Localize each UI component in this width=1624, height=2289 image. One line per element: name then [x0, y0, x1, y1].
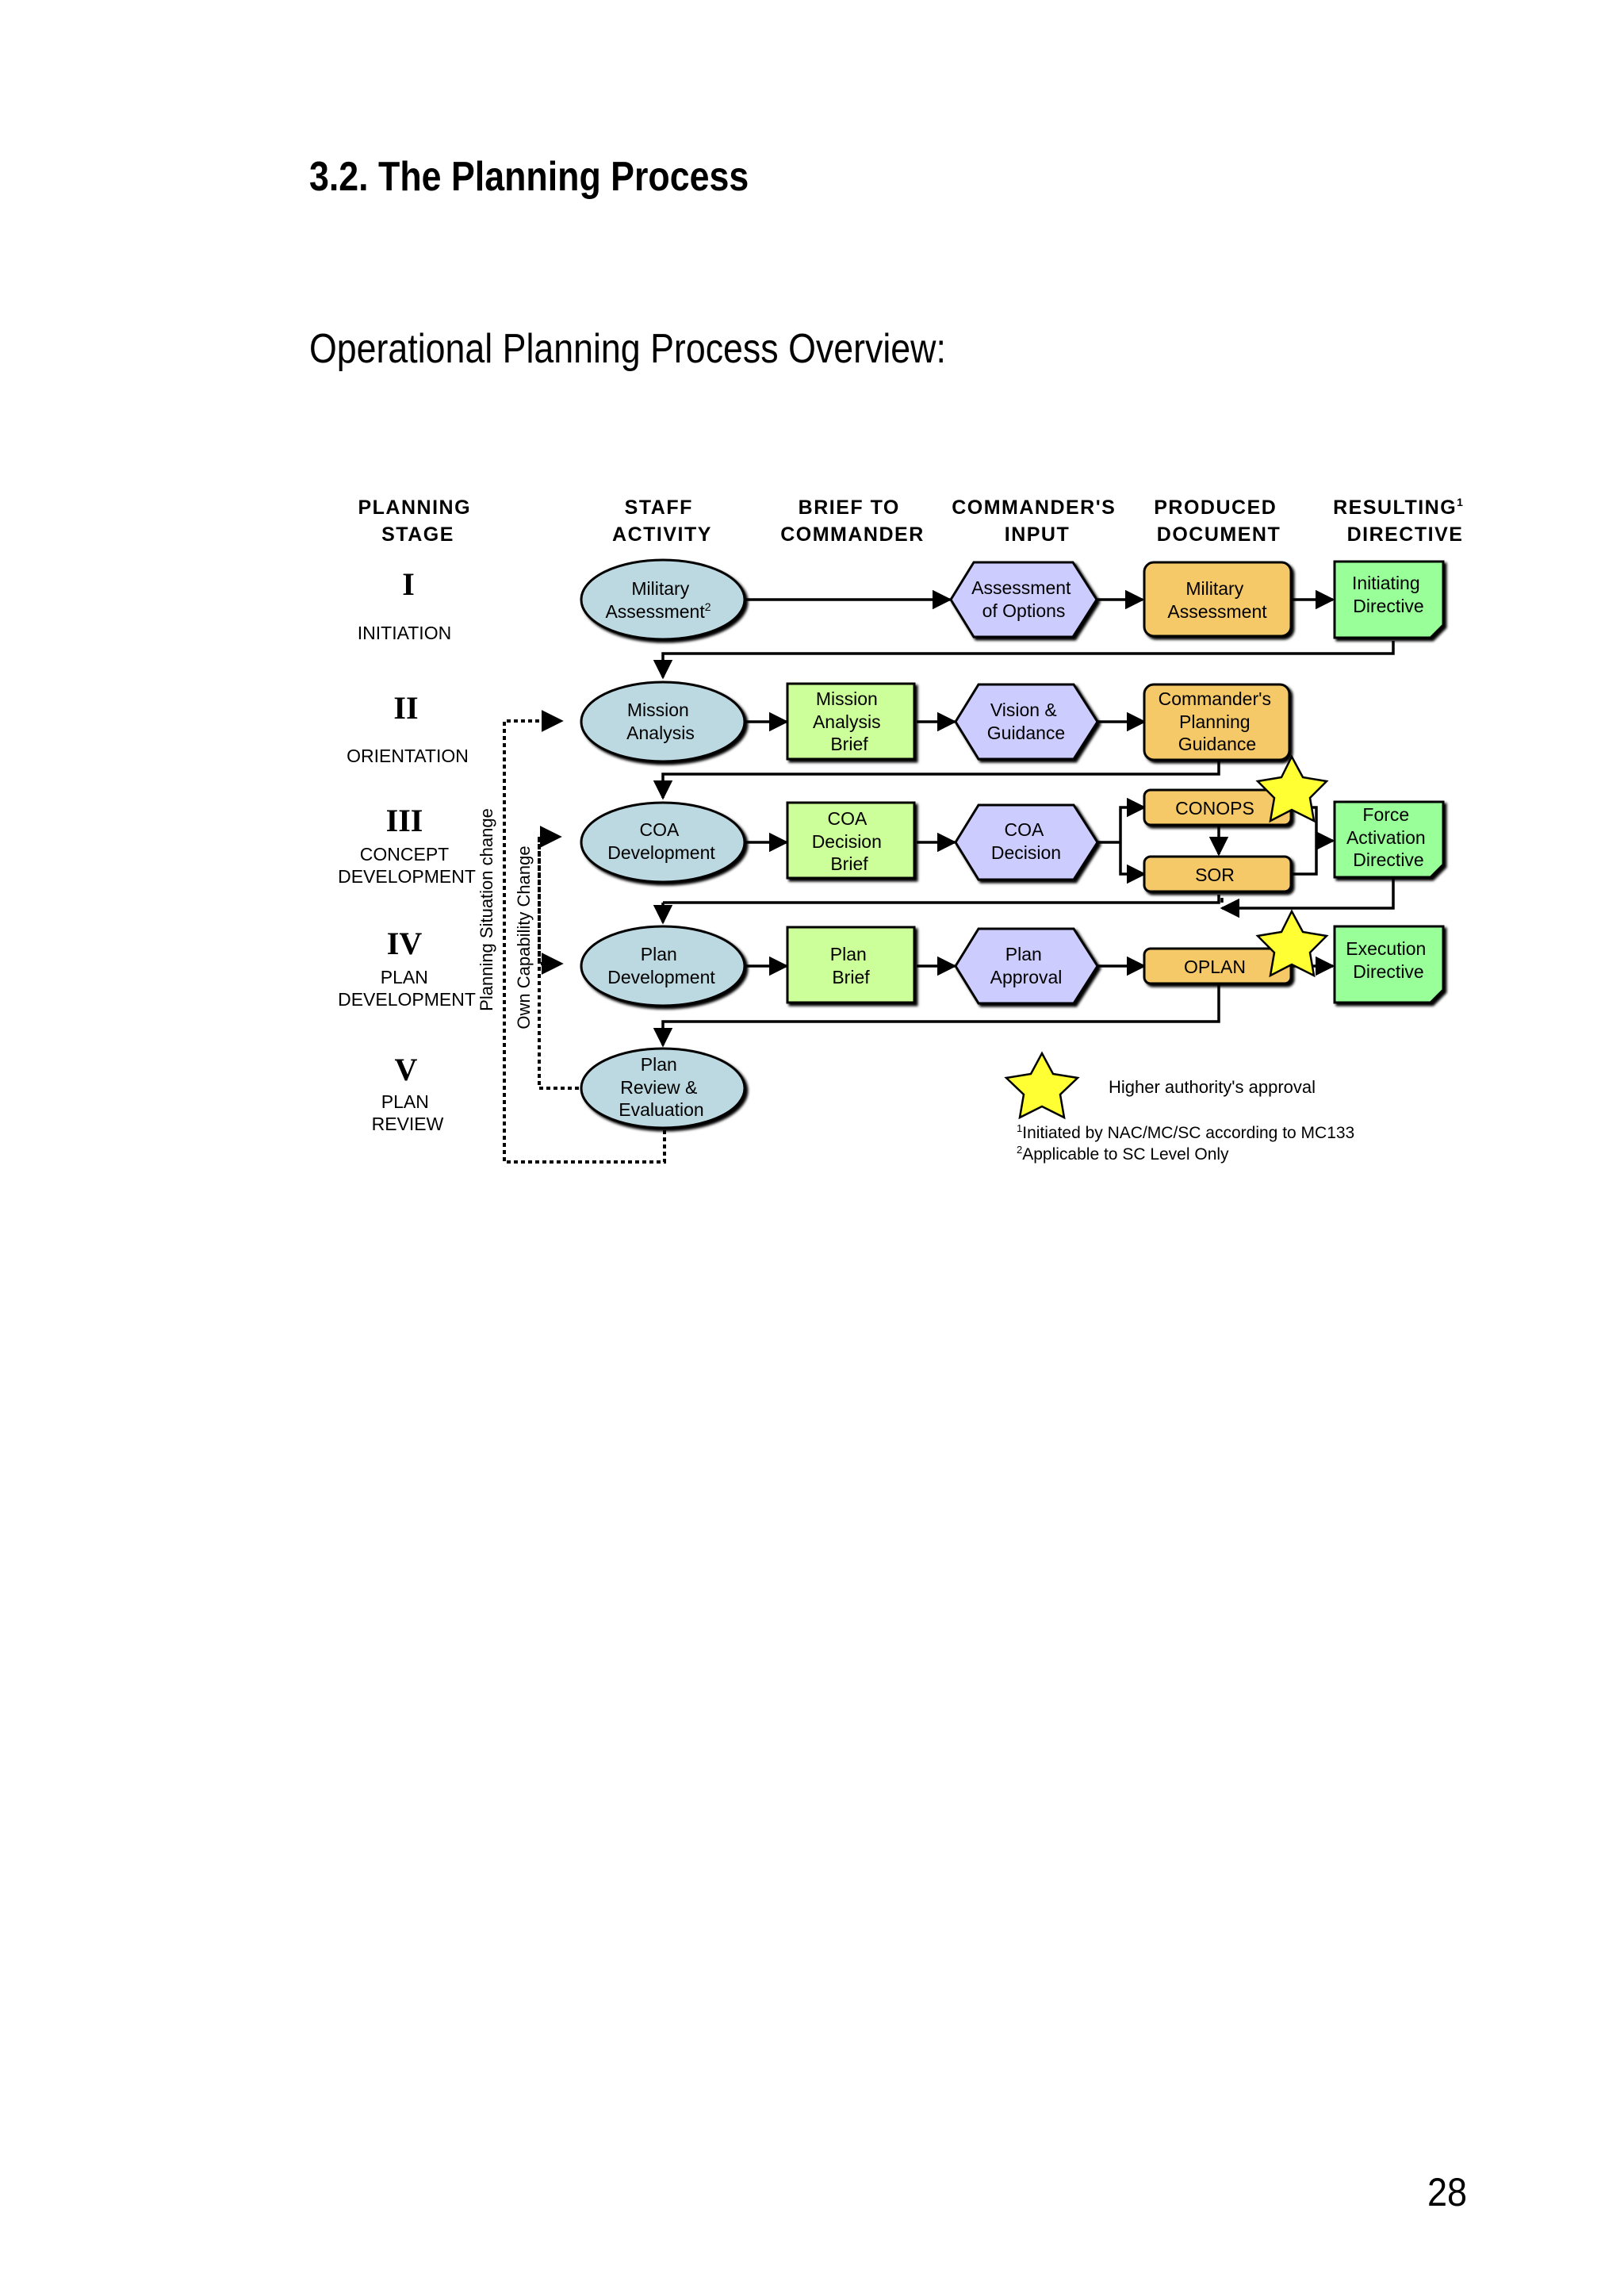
arrow-stage2-to-stage3: [653, 760, 1220, 800]
military-assessment-document-label: Military Assessment: [1167, 578, 1267, 622]
mission-analysis-label: Mission Analysis: [626, 700, 695, 743]
plan-development-label: Plan Development: [607, 944, 715, 987]
legend-star-label: Higher authority's approval: [1109, 1077, 1316, 1097]
page-number: 28: [1427, 2170, 1468, 2214]
mission-analysis-brief-node: [786, 682, 916, 761]
arrow-stage1-to-stage2: [653, 641, 1395, 680]
commanders-planning-guidance-node: [1143, 683, 1291, 761]
approval-star-icon: [1255, 754, 1329, 823]
coa-development-node: [580, 801, 746, 884]
arrow-force-activation-back: [1220, 877, 1395, 918]
diagram-title: Operational Planning Process Overview:: [309, 326, 946, 372]
stage-numeral-iv: IV: [387, 926, 423, 961]
stage-numeral-i: I: [402, 566, 415, 602]
commanders-planning-guidance-label: Commander's Planning Guidance: [1159, 688, 1277, 754]
plan-development-node: [580, 925, 746, 1007]
military-assessment-activity-label: Military Assessment2: [605, 578, 710, 622]
oplan-node: [1143, 947, 1293, 985]
vision-guidance-label: Vision & Guidance: [987, 700, 1065, 743]
stage-name-plan-review: PLAN REVIEW: [372, 1091, 444, 1134]
plan-review-evaluation-node: [580, 1047, 746, 1129]
stage-numeral-v: V: [395, 1052, 418, 1087]
coa-decision-label: COA Decision: [991, 819, 1061, 863]
arrow-to-conops: [1119, 797, 1147, 842]
col-header-brief-to-commander: BRIEF TO COMMANDER: [780, 497, 925, 546]
stage-name-plan-development: PLAN DEVELOPMENT: [338, 967, 476, 1010]
section-heading: 3.2. The Planning Process: [309, 154, 749, 200]
plan-approval-label: Plan Approval: [990, 944, 1063, 987]
planning-situation-loop: [503, 710, 666, 1164]
approval-star-icon: [1255, 909, 1329, 978]
arrow-stage4-to-stage5: [653, 985, 1220, 1048]
footnote-1: 1Initiated by NAC/MC/SC according to MC1…: [1017, 1122, 1354, 1142]
force-activation-directive-label: Force Activation Directive: [1346, 804, 1431, 870]
execution-directive-label: Execution Directive: [1346, 938, 1431, 982]
vision-guidance-node: [954, 683, 1099, 761]
plan-approval-node: [954, 927, 1099, 1005]
mission-analysis-node: [580, 681, 746, 763]
col-header-resulting-directive: RESULTING1 DIRECTIVE: [1333, 489, 1471, 546]
planning-situation-change-label: Planning Situation change: [477, 808, 496, 1011]
initiating-directive-node: [1333, 560, 1445, 639]
assessment-of-options-label: Assessment of Options: [971, 577, 1076, 621]
col-header-planning-stage: PLANNING STAGE: [358, 497, 477, 546]
coa-decision-node: [954, 803, 1099, 881]
assessment-of-options-node: [949, 561, 1098, 638]
military-assessment-document-node: [1143, 561, 1293, 638]
col-header-produced-document: PRODUCED DOCUMENT: [1154, 497, 1284, 546]
coa-development-label: COA Development: [607, 819, 715, 863]
arrow-to-sor: [1119, 842, 1147, 884]
coa-decision-brief-label: COA Decision Brief: [812, 808, 887, 874]
plan-brief-node: [786, 926, 916, 1004]
military-assessment-activity-node: [580, 558, 746, 641]
col-header-commanders-input: COMMANDER'S INPUT: [952, 497, 1123, 546]
stage-numeral-ii: II: [393, 690, 418, 726]
legend-star-icon: [1004, 1051, 1080, 1120]
conops-label: CONOPS: [1175, 798, 1254, 819]
plan-brief-label: Plan Brief: [830, 944, 871, 987]
stage-numeral-iii: III: [386, 803, 423, 838]
mission-analysis-brief-label: Mission Analysis Brief: [813, 688, 886, 754]
initiating-directive-label: Initiating Directive: [1352, 573, 1425, 616]
line-stage3-return: [663, 895, 1224, 904]
plan-review-evaluation-label: Plan Review & Evaluation: [619, 1054, 703, 1120]
stage-name-orientation: ORIENTATION: [347, 746, 469, 766]
execution-directive-node: [1333, 925, 1445, 1004]
sor-node: [1143, 855, 1293, 893]
stage-name-initiation: INITIATION: [358, 623, 451, 643]
sor-label: SOR: [1195, 865, 1235, 885]
own-capability-change-label: Own Capability Change: [514, 845, 534, 1029]
coa-decision-brief-node: [786, 801, 916, 880]
force-activation-directive-node: [1333, 800, 1445, 879]
footnote-2: 2Applicable to SC Level Only: [1017, 1144, 1229, 1164]
own-capability-loop: [538, 826, 579, 1090]
oplan-label: OPLAN: [1184, 957, 1246, 977]
stage-name-concept-development: CONCEPT DEVELOPMENT: [338, 844, 476, 887]
own-capability-loop-branch: [538, 837, 564, 975]
col-header-staff-activity: STAFF ACTIVITY: [612, 497, 712, 546]
